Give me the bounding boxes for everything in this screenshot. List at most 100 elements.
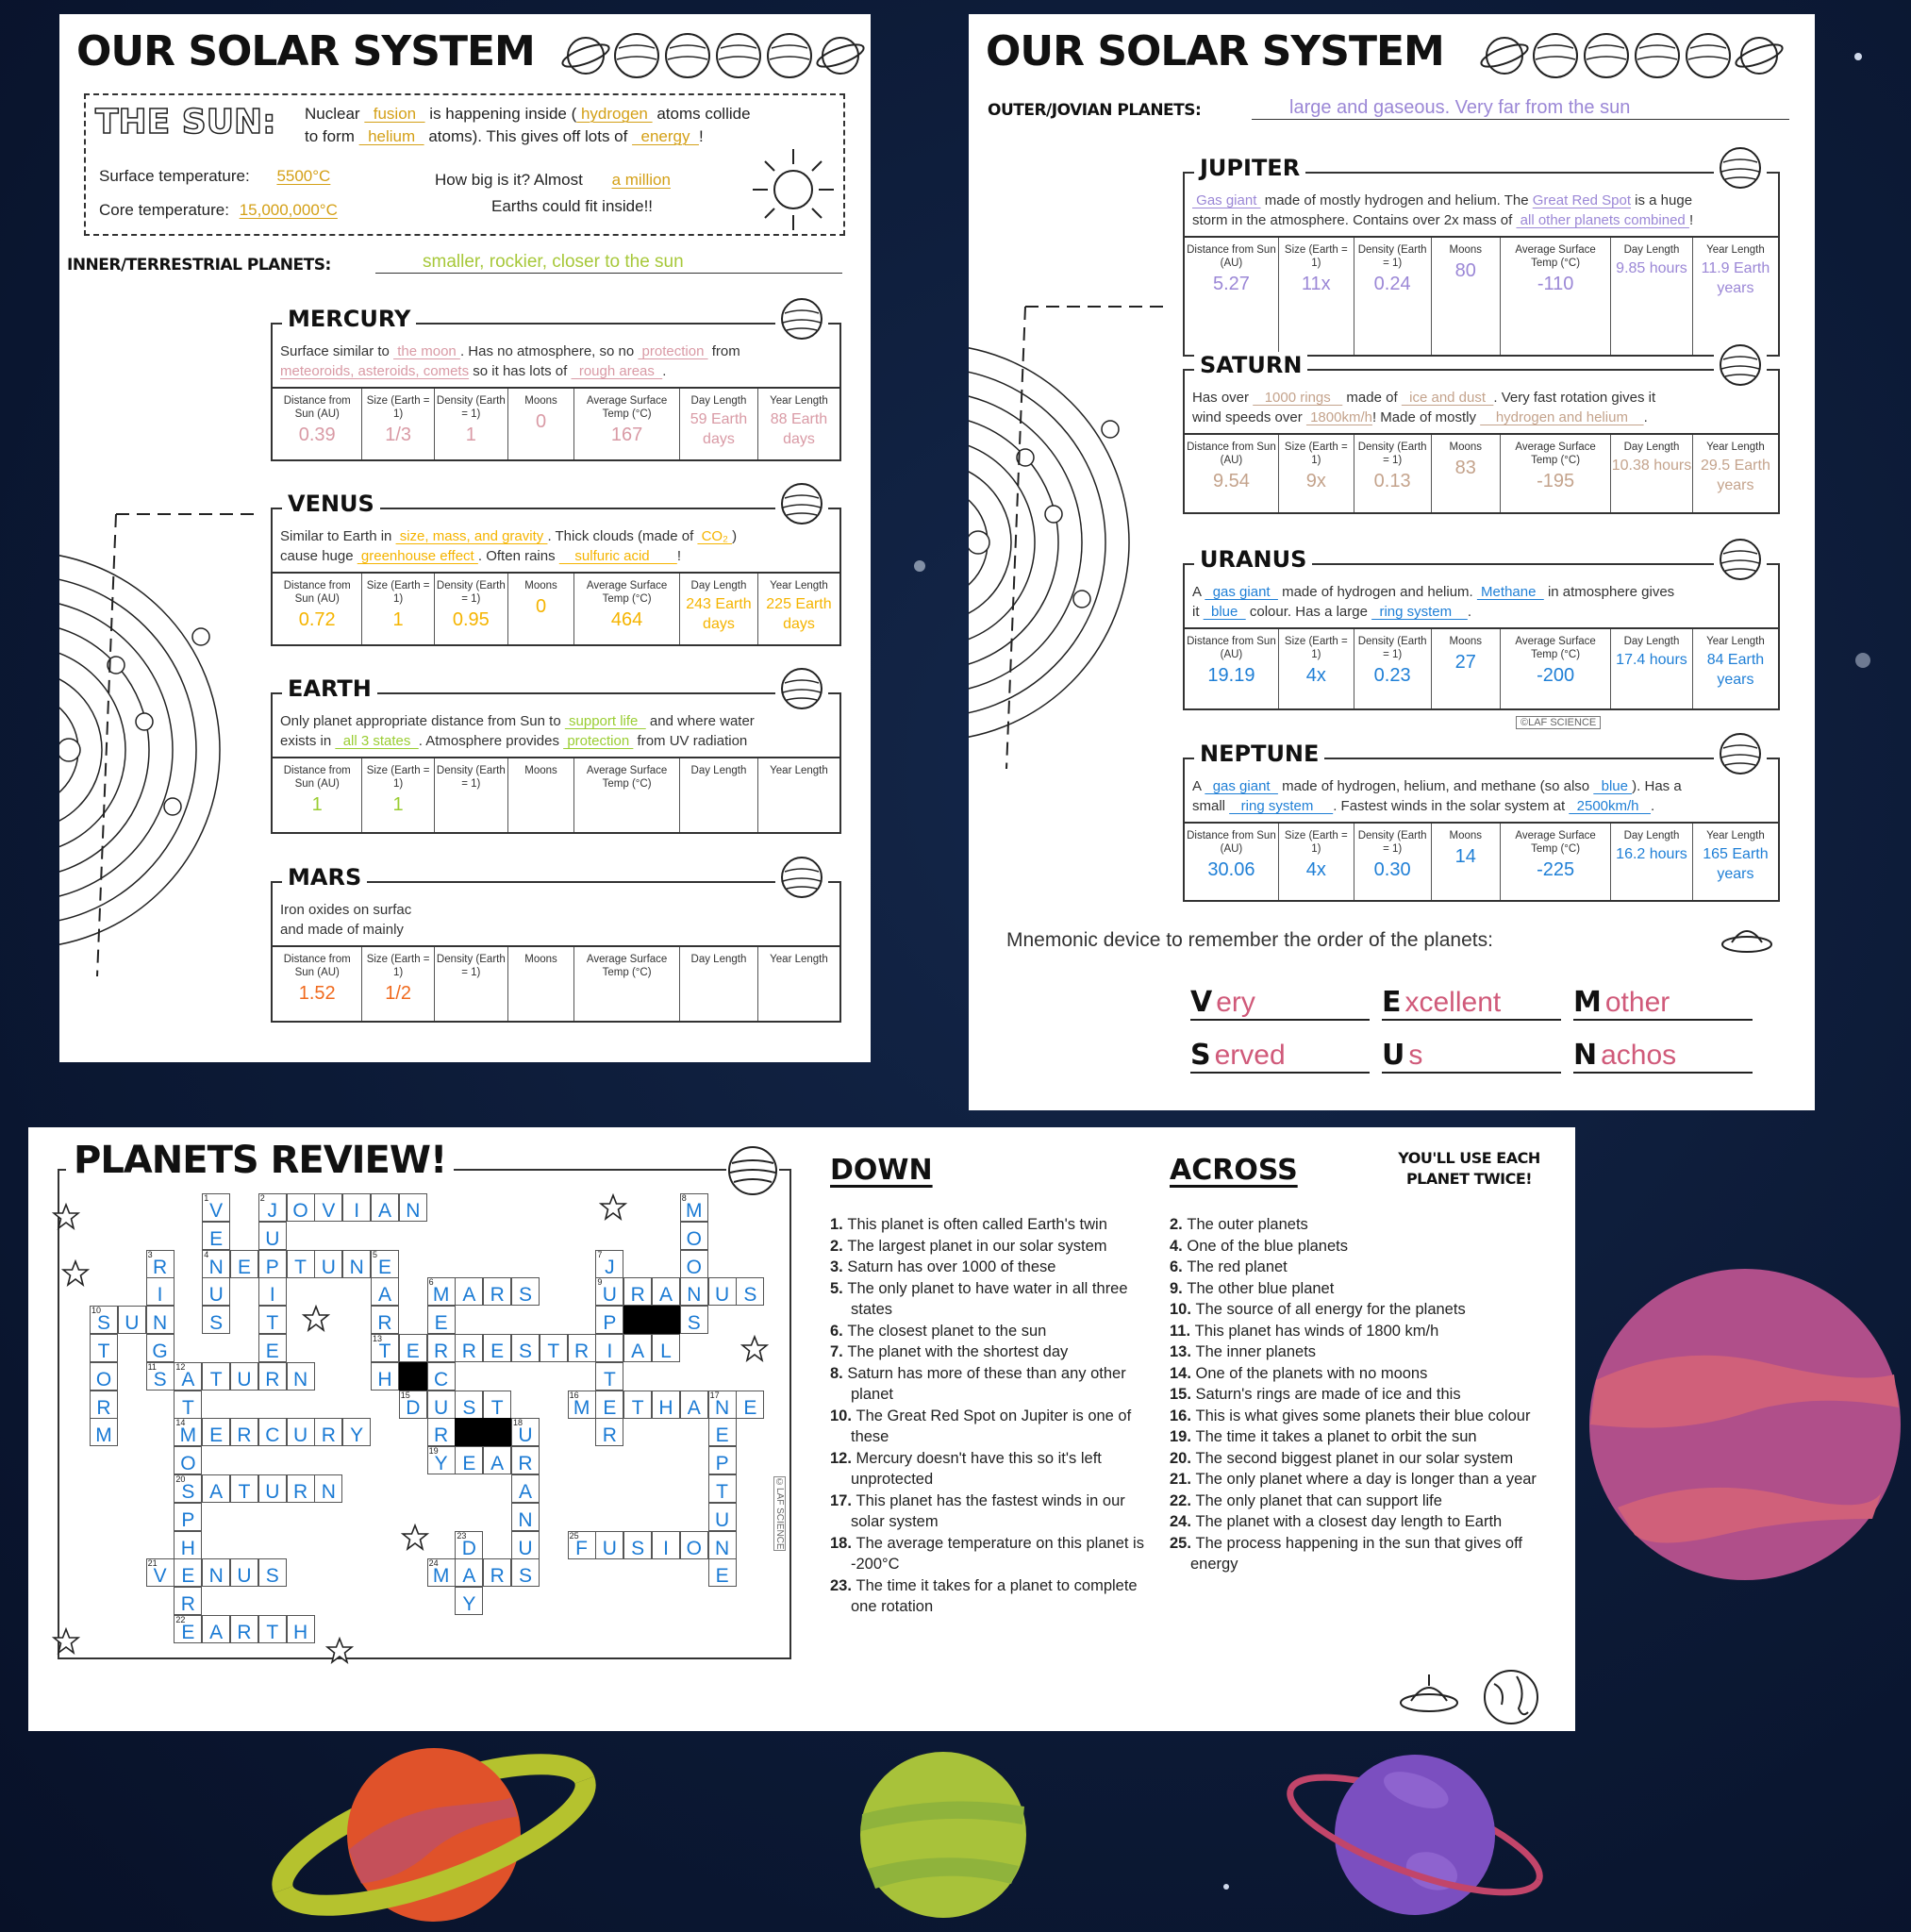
crossword-cell[interactable]: E <box>202 1418 231 1447</box>
crossword-cell[interactable]: A <box>455 1558 484 1588</box>
crossword-cell[interactable]: O <box>679 1530 708 1559</box>
crossword-cell[interactable]: R <box>314 1418 343 1447</box>
crossword-cell[interactable]: U <box>117 1306 146 1335</box>
crossword-cell[interactable]: S <box>623 1530 653 1559</box>
crossword-cell[interactable]: I <box>652 1530 680 1559</box>
crossword-cell[interactable]: L <box>652 1334 680 1362</box>
crossword-cell[interactable]: A <box>202 1615 231 1643</box>
crossword-cell[interactable]: Y <box>455 1587 484 1616</box>
crossword-cell[interactable]: N <box>202 1558 231 1588</box>
crossword-cell[interactable]: E <box>426 1306 456 1335</box>
crossword-cell[interactable]: S <box>258 1558 287 1588</box>
crossword-cell[interactable]: N <box>679 1277 708 1307</box>
crossword-cell[interactable]: I <box>595 1334 624 1362</box>
crossword-cell[interactable]: R <box>455 1334 484 1362</box>
crossword-cell[interactable]: T <box>539 1334 568 1362</box>
crossword-cell[interactable]: S <box>511 1277 540 1307</box>
crossword-cell[interactable]: A <box>652 1277 680 1307</box>
crossword-cell[interactable]: I <box>145 1277 174 1307</box>
crossword-cell[interactable]: N <box>342 1249 372 1278</box>
crossword-cell[interactable]: C <box>258 1418 287 1447</box>
crossword-cell[interactable]: H <box>371 1361 399 1391</box>
crossword-cell[interactable]: N <box>398 1193 427 1222</box>
crossword-cell[interactable]: A <box>371 1277 399 1307</box>
crossword-cell[interactable]: U <box>426 1390 456 1419</box>
crossword-cell[interactable]: E <box>736 1390 765 1419</box>
crossword-cell[interactable]: R <box>511 1446 540 1475</box>
crossword-cell[interactable]: T <box>90 1334 118 1362</box>
crossword-cell[interactable]: T <box>707 1474 737 1503</box>
crossword-cell[interactable]: S <box>679 1306 708 1335</box>
crossword-cell[interactable]: A <box>623 1334 653 1362</box>
crossword-cell[interactable]: N <box>314 1474 343 1503</box>
crossword-cell[interactable]: T <box>258 1615 287 1643</box>
crossword-cell[interactable]: R <box>623 1277 653 1307</box>
crossword-cell[interactable]: C <box>426 1361 456 1391</box>
crossword-cell[interactable]: O <box>679 1221 708 1250</box>
crossword-cell[interactable]: T <box>258 1306 287 1335</box>
crossword-cell[interactable]: U <box>707 1502 737 1531</box>
crossword-cell[interactable]: T <box>595 1361 624 1391</box>
crossword-cell[interactable]: A <box>483 1446 512 1475</box>
crossword-cell[interactable]: U <box>258 1221 287 1250</box>
crossword-cell[interactable]: I <box>258 1277 287 1307</box>
crossword-cell[interactable]: H <box>652 1390 680 1419</box>
crossword-cell[interactable]: H <box>286 1615 315 1643</box>
crossword-cell[interactable]: E <box>398 1334 427 1362</box>
crossword-cell[interactable]: I <box>342 1193 372 1222</box>
crossword-cell[interactable]: R <box>426 1418 456 1447</box>
crossword-cell[interactable]: S <box>736 1277 765 1307</box>
crossword-cell[interactable]: N <box>511 1502 540 1531</box>
crossword-cell[interactable]: T <box>174 1390 203 1419</box>
crossword-cell[interactable]: S <box>511 1558 540 1588</box>
crossword-cell[interactable]: U <box>314 1249 343 1278</box>
crossword-cell[interactable]: O <box>286 1193 315 1222</box>
crossword-cell[interactable]: S <box>455 1390 484 1419</box>
crossword-cell[interactable]: E <box>707 1558 737 1588</box>
crossword-cell[interactable]: O <box>174 1446 203 1475</box>
crossword-cell[interactable]: T <box>483 1390 512 1419</box>
crossword-cell[interactable]: T <box>202 1361 231 1391</box>
crossword-cell[interactable]: A <box>455 1277 484 1307</box>
crossword-cell[interactable]: R <box>567 1334 596 1362</box>
crossword-cell[interactable]: E <box>483 1334 512 1362</box>
crossword-cell[interactable]: R <box>258 1361 287 1391</box>
crossword-cell[interactable]: E <box>455 1446 484 1475</box>
crossword-cell[interactable]: N <box>286 1361 315 1391</box>
crossword-cell[interactable]: R <box>371 1306 399 1335</box>
crossword-cell[interactable]: E <box>707 1418 737 1447</box>
crossword-cell[interactable]: O <box>679 1249 708 1278</box>
crossword-cell[interactable]: R <box>230 1418 258 1447</box>
crossword-cell[interactable]: U <box>230 1558 258 1588</box>
crossword-cell[interactable]: E <box>174 1558 203 1588</box>
crossword-cell[interactable]: P <box>707 1446 737 1475</box>
crossword-cell[interactable]: A <box>511 1474 540 1503</box>
crossword-cell[interactable]: U <box>286 1418 315 1447</box>
crossword-cell[interactable]: A <box>202 1474 231 1503</box>
crossword-cell[interactable]: R <box>174 1587 203 1616</box>
crossword-cell[interactable]: E <box>230 1249 258 1278</box>
crossword-cell[interactable]: R <box>483 1277 512 1307</box>
crossword-cell[interactable]: P <box>595 1306 624 1335</box>
crossword-cell[interactable]: U <box>707 1277 737 1307</box>
crossword-cell[interactable]: U <box>595 1530 624 1559</box>
crossword-cell[interactable]: R <box>483 1558 512 1588</box>
crossword-cell[interactable]: E <box>202 1221 231 1250</box>
crossword-cell[interactable]: G <box>145 1334 174 1362</box>
